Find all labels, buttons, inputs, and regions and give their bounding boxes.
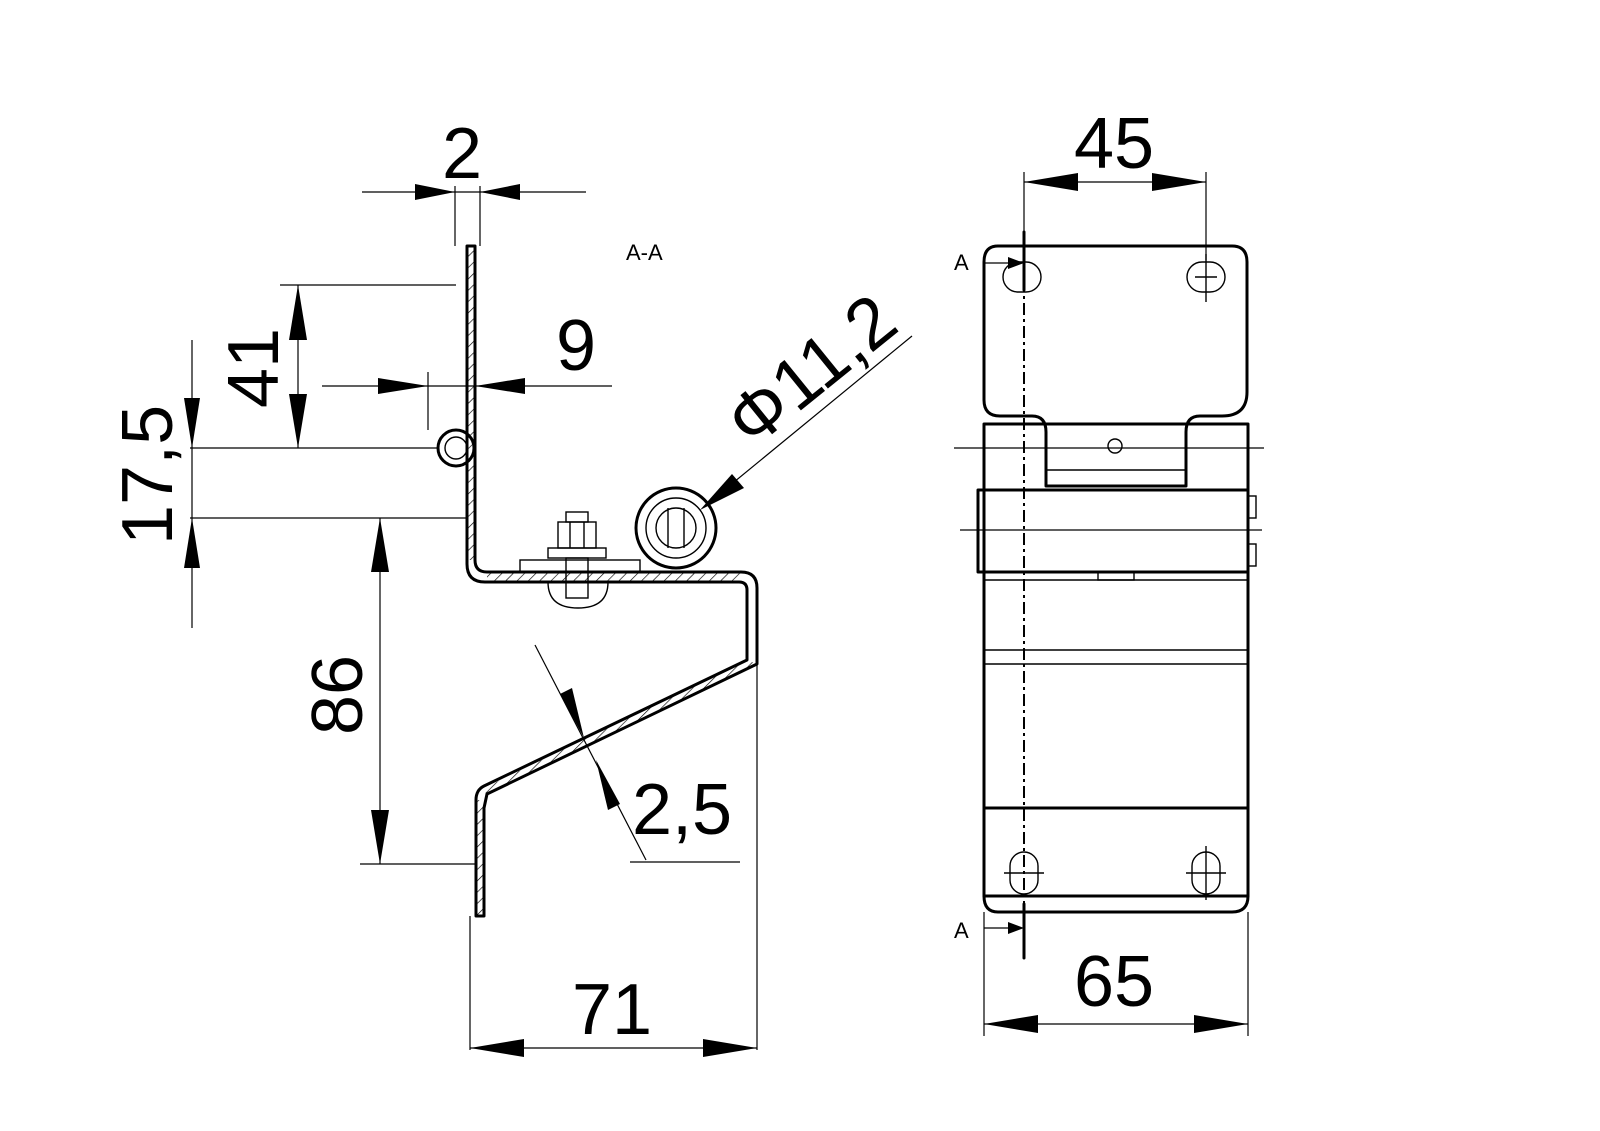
dim-width-65: 65 — [1074, 942, 1154, 1022]
section-marker-bottom: A — [954, 918, 969, 943]
bolt-assembly — [519, 511, 641, 609]
large-knuckle-pin — [655, 507, 697, 549]
dim-height-17-5: 17,5 — [108, 405, 188, 545]
front-view: A A 45 65 — [954, 104, 1264, 1036]
dim-height-41: 41 — [214, 328, 294, 408]
dim-thickness-top: 2 — [442, 114, 482, 194]
bracket-hatch-bottom — [476, 800, 484, 916]
section-view: 2 41 9 17,5 86 71 Φ11,2 2,5 — [108, 114, 913, 1057]
dim-width-71: 71 — [572, 970, 652, 1050]
dim-diameter: Φ11,2 — [712, 279, 912, 462]
section-title: A-A — [626, 240, 663, 265]
section-marker-top: A — [954, 250, 969, 275]
bracket-profile — [465, 244, 759, 918]
upper-leaf — [982, 244, 1249, 488]
bracket-hatch-slope — [480, 660, 757, 794]
hinge-body — [982, 422, 1250, 898]
lower-leaf — [982, 806, 1250, 914]
bracket-hatch-top — [467, 246, 475, 560]
dim-width-45: 45 — [1074, 104, 1154, 184]
dim-thickness-2-5: 2,5 — [632, 770, 732, 850]
upper-left-slot — [1002, 261, 1042, 293]
hinge-barrel — [976, 488, 1250, 574]
large-knuckle-outer — [634, 486, 718, 570]
large-knuckle-ring — [645, 497, 707, 559]
bracket-hatch-middle — [487, 572, 741, 582]
dim-offset-9: 9 — [556, 306, 596, 386]
dim-height-86: 86 — [298, 655, 378, 735]
small-knuckle-inner — [444, 436, 468, 460]
upper-leaf-small-hole — [1107, 438, 1123, 454]
